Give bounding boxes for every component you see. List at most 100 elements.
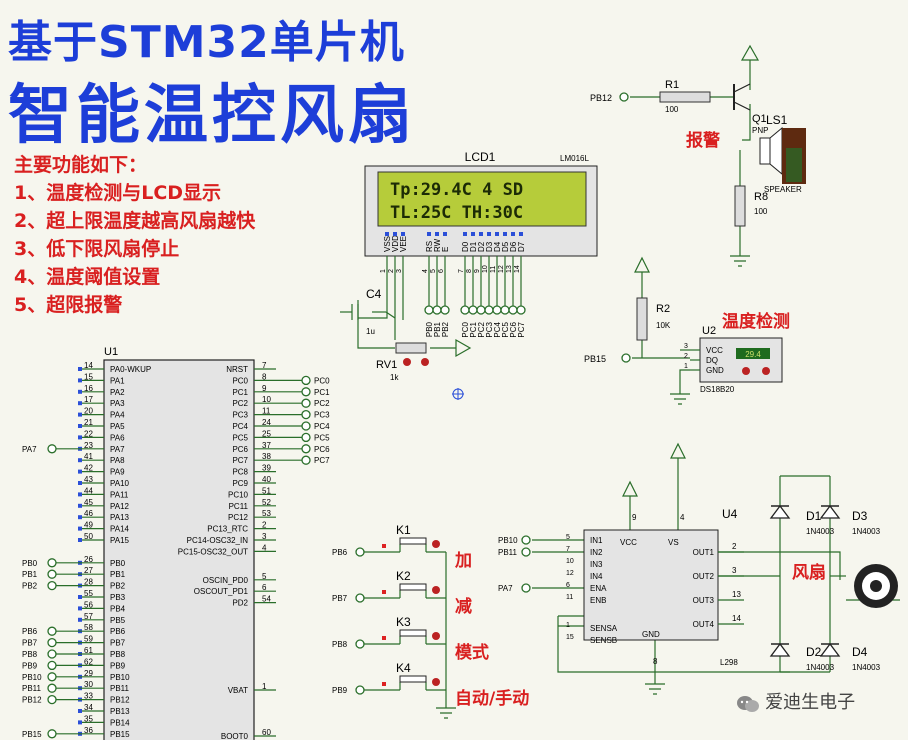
mcu-right-pin-number: 1 [262, 682, 267, 691]
mcu-right-pin-number: 10 [262, 395, 271, 404]
mcu-left-pin-name: PA2 [110, 388, 125, 397]
lcd-pin-name: RS [425, 241, 434, 252]
mcu-left-pin-name: PB1 [110, 570, 126, 579]
key-actuator [399, 537, 427, 545]
mcu-left-pin-number: 42 [84, 464, 93, 473]
mcu-pin-marker [78, 424, 82, 428]
mcu-right-pin-name: PC8 [232, 468, 248, 477]
ds18b20-net-label: PB15 [584, 354, 606, 364]
rv1-dot [403, 358, 411, 366]
lcd-pin-marker [519, 232, 523, 236]
mcu-left-pin-name: PB13 [110, 707, 130, 716]
mcu-left-pin-name: PA10 [110, 479, 130, 488]
mcu-left-pin-name: PA12 [110, 502, 130, 511]
mcu-left-pin-number: 20 [84, 407, 93, 416]
mcu-left-pin-name: PA9 [110, 468, 125, 477]
mcu-right-pin-number: 24 [262, 418, 271, 427]
mcu-pin-marker [78, 367, 82, 371]
l298-net-label: PB10 [498, 536, 518, 545]
diode-body [769, 504, 791, 519]
l298-left-pin-name: SENSA [590, 624, 618, 633]
lcd-pin-name: VEE [399, 236, 408, 252]
lcd-line-2: TL:25C TH:30C [390, 203, 524, 223]
mcu-left-pin-name: PB4 [110, 604, 126, 613]
mcu-net-label: PC0 [314, 376, 330, 385]
mcu-net-terminal [301, 455, 311, 465]
mcu-left-pin-number: 30 [84, 680, 93, 689]
pb12-terminal [619, 92, 629, 102]
key-actuator [399, 583, 427, 591]
mcu-right-pin-name: PC13_RTC [207, 525, 248, 534]
mcu-right-pin-number: 4 [262, 543, 267, 552]
ds18b20-button [742, 367, 750, 375]
mcu-left-pin-name: PA0-WKUP [110, 365, 151, 374]
diode-body [819, 504, 841, 519]
lcd-pin-marker [487, 232, 491, 236]
feature-item: 4、温度阈值设置 [14, 266, 161, 288]
l298-left-pin-name: IN2 [590, 548, 603, 557]
l298-right-pin-number: 14 [732, 614, 741, 623]
l298-net-terminal [521, 583, 531, 593]
mcu-left-pin-number: 27 [84, 566, 93, 575]
mcu-right-pin-number: 2 [262, 521, 267, 530]
key-button [432, 678, 440, 686]
mcu-right-pin-name: PC7 [232, 456, 248, 465]
mcu-right-pin-name: PC14-OSC32_IN [187, 536, 249, 545]
mcu-left-pin-number: 29 [84, 669, 93, 678]
mcu-net-terminal [47, 694, 57, 705]
mcu-left-pin-number: 45 [84, 498, 93, 507]
lcd-net-label: PB2 [441, 321, 450, 337]
key-pin-marker [382, 682, 386, 686]
mcu-pin-marker [78, 401, 82, 406]
mcu-right-pin-name: PC1 [232, 388, 248, 397]
mcu-right-pin-name: PC15-OSC32_OUT [178, 547, 248, 556]
lcd-pin-marker [503, 232, 507, 236]
key-net-terminal [355, 639, 365, 649]
mcu-pin-marker [78, 503, 82, 508]
l298-right-pin-name: OUT4 [693, 620, 715, 629]
key-net-terminal [355, 547, 365, 557]
lcd-pin-terminal [500, 305, 510, 315]
ds18b20-pin-name: GND [706, 366, 724, 375]
ds18b20-button [762, 367, 770, 375]
ls1-coil [759, 137, 771, 165]
mcu-right-pin-number: 52 [262, 498, 271, 507]
mcu-pin-marker [78, 720, 82, 725]
mcu-left-pin-number: 57 [84, 612, 93, 621]
mcu-left-pin-name: PB12 [110, 696, 130, 705]
r2-ref: R2 [656, 303, 670, 315]
mcu-net-terminal [47, 637, 57, 648]
mcu-net-terminal [47, 558, 57, 568]
mcu-right-pin-name: PC4 [232, 422, 248, 431]
lcd-net-label: PC5 [501, 321, 510, 337]
l298-right-pin-name: OUT1 [693, 548, 715, 557]
mcu-left-pin-number: 41 [84, 452, 93, 461]
lcd-model: LM016L [560, 154, 589, 163]
lcd-pin-name: D0 [461, 241, 470, 252]
mcu-right-pin-number: 3 [262, 532, 267, 541]
mcu-net-label: PB2 [22, 582, 38, 591]
mcu-left-pin-number: 43 [84, 475, 93, 484]
mcu-net-terminal [47, 569, 57, 579]
mcu-net-label: PB12 [22, 696, 42, 705]
l298-left-pin-number: 6 [566, 582, 570, 589]
mcu-right-pin-name: OSCIN_PD0 [203, 576, 249, 585]
lcd-pin-marker [479, 232, 483, 236]
l298-left-pin-name: SENSB [590, 636, 617, 645]
mcu-net-label: PC6 [314, 445, 330, 454]
l298-left-pin-name: ENA [590, 584, 607, 593]
key-net-label: PB9 [332, 686, 348, 695]
lcd-pin-terminal [460, 305, 470, 315]
lcd-pin-number: 7 [458, 269, 465, 273]
mcu-left-pin-name: PA13 [110, 513, 130, 522]
mcu-net-terminal [47, 444, 57, 454]
key-label-plus: 加 [455, 551, 472, 571]
diode-body [819, 642, 841, 657]
q1-type: PNP [752, 126, 768, 135]
mcu-net-terminal [301, 444, 311, 454]
lcd-pin-name: D1 [469, 241, 478, 252]
mcu-net-terminal [301, 375, 311, 386]
lcd-line-1: Tp:29.4C 4 SD [390, 180, 524, 200]
mcu-left-pin-name: PB6 [110, 627, 126, 636]
